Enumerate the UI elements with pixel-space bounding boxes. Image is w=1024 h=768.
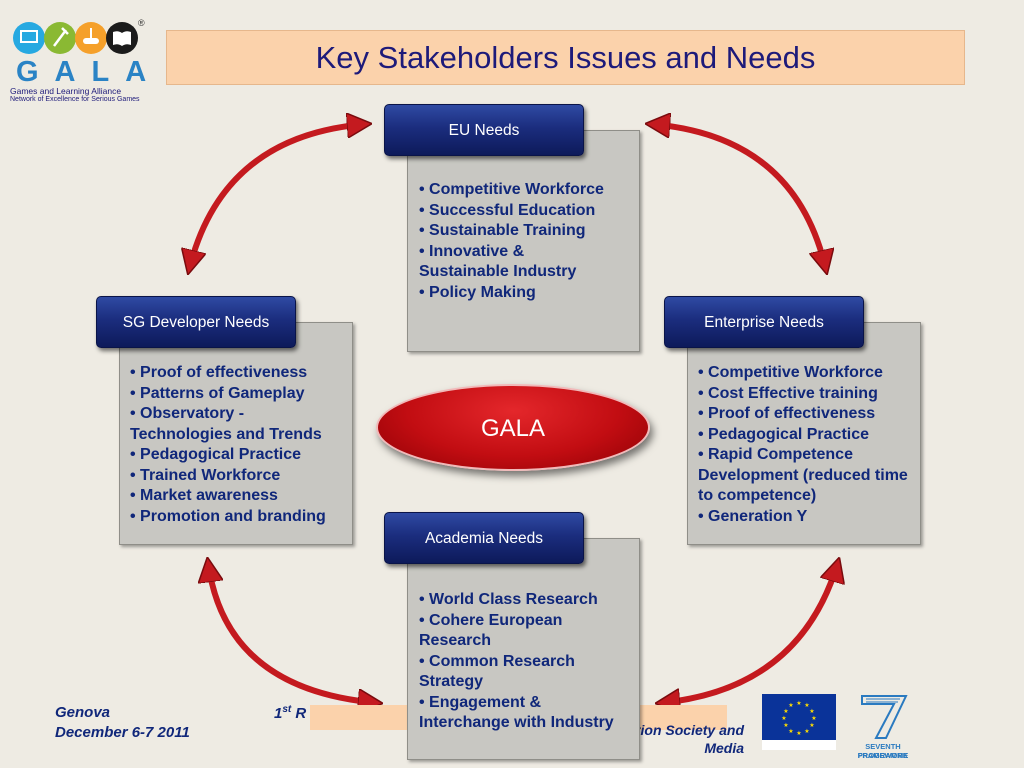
eu-flag-logo: ★★★★ ★★★★ ★★★★	[762, 694, 836, 750]
eu-stars-icon: ★★★★ ★★★★ ★★★★	[762, 700, 836, 750]
logo-wordmark: GALA	[16, 56, 163, 88]
eu-needs-list: • Competitive Workforce • Successful Edu…	[408, 131, 639, 303]
footer-place: Genova	[55, 704, 111, 721]
developer-needs-tab: SG Developer Needs	[96, 296, 296, 348]
svg-text:★: ★	[804, 702, 809, 709]
list-item: • Cohere European Research	[419, 611, 563, 650]
footer-org-last: Media	[704, 740, 744, 756]
gala-logo: ® GALA Games and Learning Alliance Netwo…	[10, 18, 150, 108]
list-item: • Observatory - Technologies and Trends	[130, 405, 322, 443]
page-title: Key Stakeholders Issues and Needs	[315, 40, 816, 75]
list-item: • Policy Making	[419, 283, 536, 301]
footer-event-rest: R	[291, 705, 307, 722]
eu-needs-box: • Competitive Workforce • Successful Edu…	[407, 130, 640, 352]
fp7-logo: SEVENTH FRAMEWORK PROGRAMME	[842, 692, 924, 760]
fp7-seven-icon	[861, 695, 908, 739]
list-item: • Promotion and branding	[130, 507, 326, 525]
footer-event-sup: st	[282, 704, 292, 715]
list-item: • Trained Workforce	[130, 466, 281, 484]
footer-event-num: 1	[274, 705, 283, 722]
fp7-label: SEVENTH FRAMEWORK	[857, 742, 909, 760]
list-item: • Market awareness	[130, 487, 278, 504]
list-item: • Pedagogical Practice	[130, 446, 302, 463]
footer-event: 1st R	[274, 704, 306, 722]
list-item: • Competitive Workforce	[698, 364, 883, 381]
list-item: • Common Research Strategy	[419, 652, 575, 691]
gala-center-label: GALA	[480, 415, 546, 442]
svg-text:★: ★	[788, 728, 793, 735]
svg-text:★: ★	[781, 715, 786, 722]
developer-needs-list: • Proof of effectiveness • Patterns of G…	[120, 323, 352, 527]
list-item: • Rapid Competence Development (reduced …	[698, 446, 908, 504]
svg-text:★: ★	[804, 728, 809, 735]
footer-date: December 6-7 2011	[55, 724, 190, 741]
list-item: • Innovative & Sustainable Industry	[419, 242, 577, 281]
list-item: • Competitive Workforce	[419, 181, 604, 198]
enterprise-needs-tab: Enterprise Needs	[664, 296, 864, 348]
academia-needs-tab: Academia Needs	[384, 512, 584, 564]
list-item: • Generation Y	[698, 507, 808, 525]
list-item: • Pedagogical Practice	[698, 425, 870, 443]
arrow-eu-developer	[189, 124, 367, 270]
fp7-label-2: PROGRAMME	[857, 751, 909, 760]
logo-subtagline: Network of Excellence for Serious Games	[10, 96, 140, 103]
list-item: • Sustainable Training	[419, 222, 586, 239]
list-item: • Engagement & Interchange with Industry	[419, 693, 614, 732]
svg-text:★: ★	[796, 730, 801, 737]
arrow-enterprise-academia	[660, 562, 838, 703]
list-item: • Proof of effectiveness	[130, 364, 308, 381]
svg-text:★: ★	[809, 708, 814, 715]
list-item: • World Class Research	[419, 591, 598, 608]
svg-text:★: ★	[809, 722, 814, 729]
arrow-eu-enterprise	[650, 124, 826, 270]
list-item: • Patterns of Gameplay	[130, 384, 305, 402]
svg-text:★: ★	[788, 702, 793, 709]
svg-text:★: ★	[811, 715, 816, 722]
developer-needs-box: • Proof of effectiveness • Patterns of G…	[119, 322, 353, 545]
enterprise-needs-list: • Competitive Workforce • Cost Effective…	[688, 323, 920, 527]
svg-text:★: ★	[796, 700, 801, 707]
enterprise-needs-box: • Competitive Workforce • Cost Effective…	[687, 322, 921, 545]
title-banner	[166, 30, 965, 85]
logo-icons	[13, 22, 138, 54]
eu-needs-tab: EU Needs	[384, 104, 584, 156]
logo-tagline: Games and Learning Alliance	[10, 86, 122, 96]
arrow-developer-academia	[208, 562, 378, 703]
academia-needs-list: • World Class Research • Cohere European…	[408, 539, 639, 734]
list-item: • Proof of effectiveness	[698, 405, 876, 422]
list-item: • Cost Effective training	[698, 384, 878, 402]
academia-needs-box: • World Class Research • Cohere European…	[407, 538, 640, 760]
svg-text:★: ★	[783, 708, 788, 715]
gala-center-oval	[376, 384, 650, 471]
logo-registered: ®	[138, 18, 145, 28]
list-item: • Successful Education	[419, 201, 596, 219]
svg-text:★: ★	[783, 722, 788, 729]
